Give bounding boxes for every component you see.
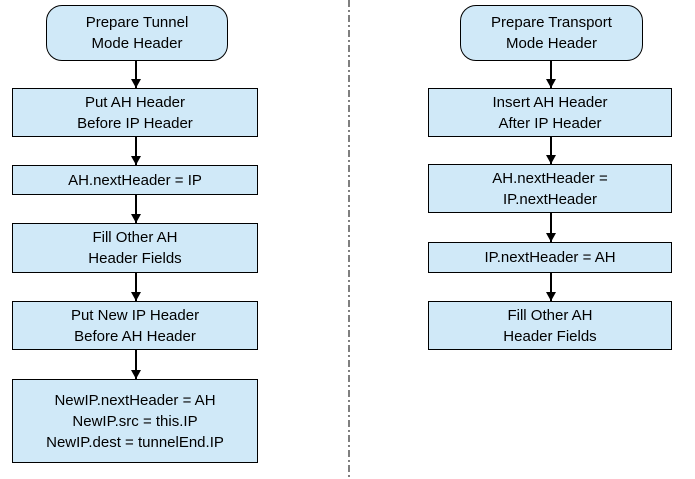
node-put-new-ip-header-before-ah-header: Put New IP Header Before AH Header	[12, 301, 258, 350]
node-fill-other-ah-header-fields-transport: Fill Other AH Header Fields	[428, 301, 672, 350]
down-arrow-connector	[550, 273, 552, 301]
down-arrow-connector	[550, 137, 552, 164]
down-arrow-connector	[135, 273, 137, 301]
node-ah-nextheader-equals-ip: AH.nextHeader = IP	[12, 165, 258, 195]
down-arrow-connector	[135, 61, 137, 88]
node-ah-nextheader-equals-ip-nextheader: AH.nextHeader = IP.nextHeader	[428, 164, 672, 213]
node-fill-other-ah-header-fields-tunnel: Fill Other AH Header Fields	[12, 223, 258, 273]
node-ip-nextheader-equals-ah: IP.nextHeader = AH	[428, 242, 672, 273]
divider-dash-dot-line	[348, 0, 350, 479]
node-newip-assignments: NewIP.nextHeader = AH NewIP.src = this.I…	[12, 379, 258, 463]
down-arrow-connector	[135, 350, 137, 379]
node-put-ah-header-before-ip-header: Put AH Header Before IP Header	[12, 88, 258, 137]
node-prepare-tunnel-mode-header: Prepare Tunnel Mode Header	[46, 5, 228, 61]
down-arrow-connector	[135, 137, 137, 165]
down-arrow-connector	[550, 61, 552, 88]
node-prepare-transport-mode-header: Prepare Transport Mode Header	[460, 5, 643, 61]
down-arrow-connector	[135, 195, 137, 223]
node-insert-ah-header-after-ip-header: Insert AH Header After IP Header	[428, 88, 672, 137]
down-arrow-connector	[550, 213, 552, 242]
